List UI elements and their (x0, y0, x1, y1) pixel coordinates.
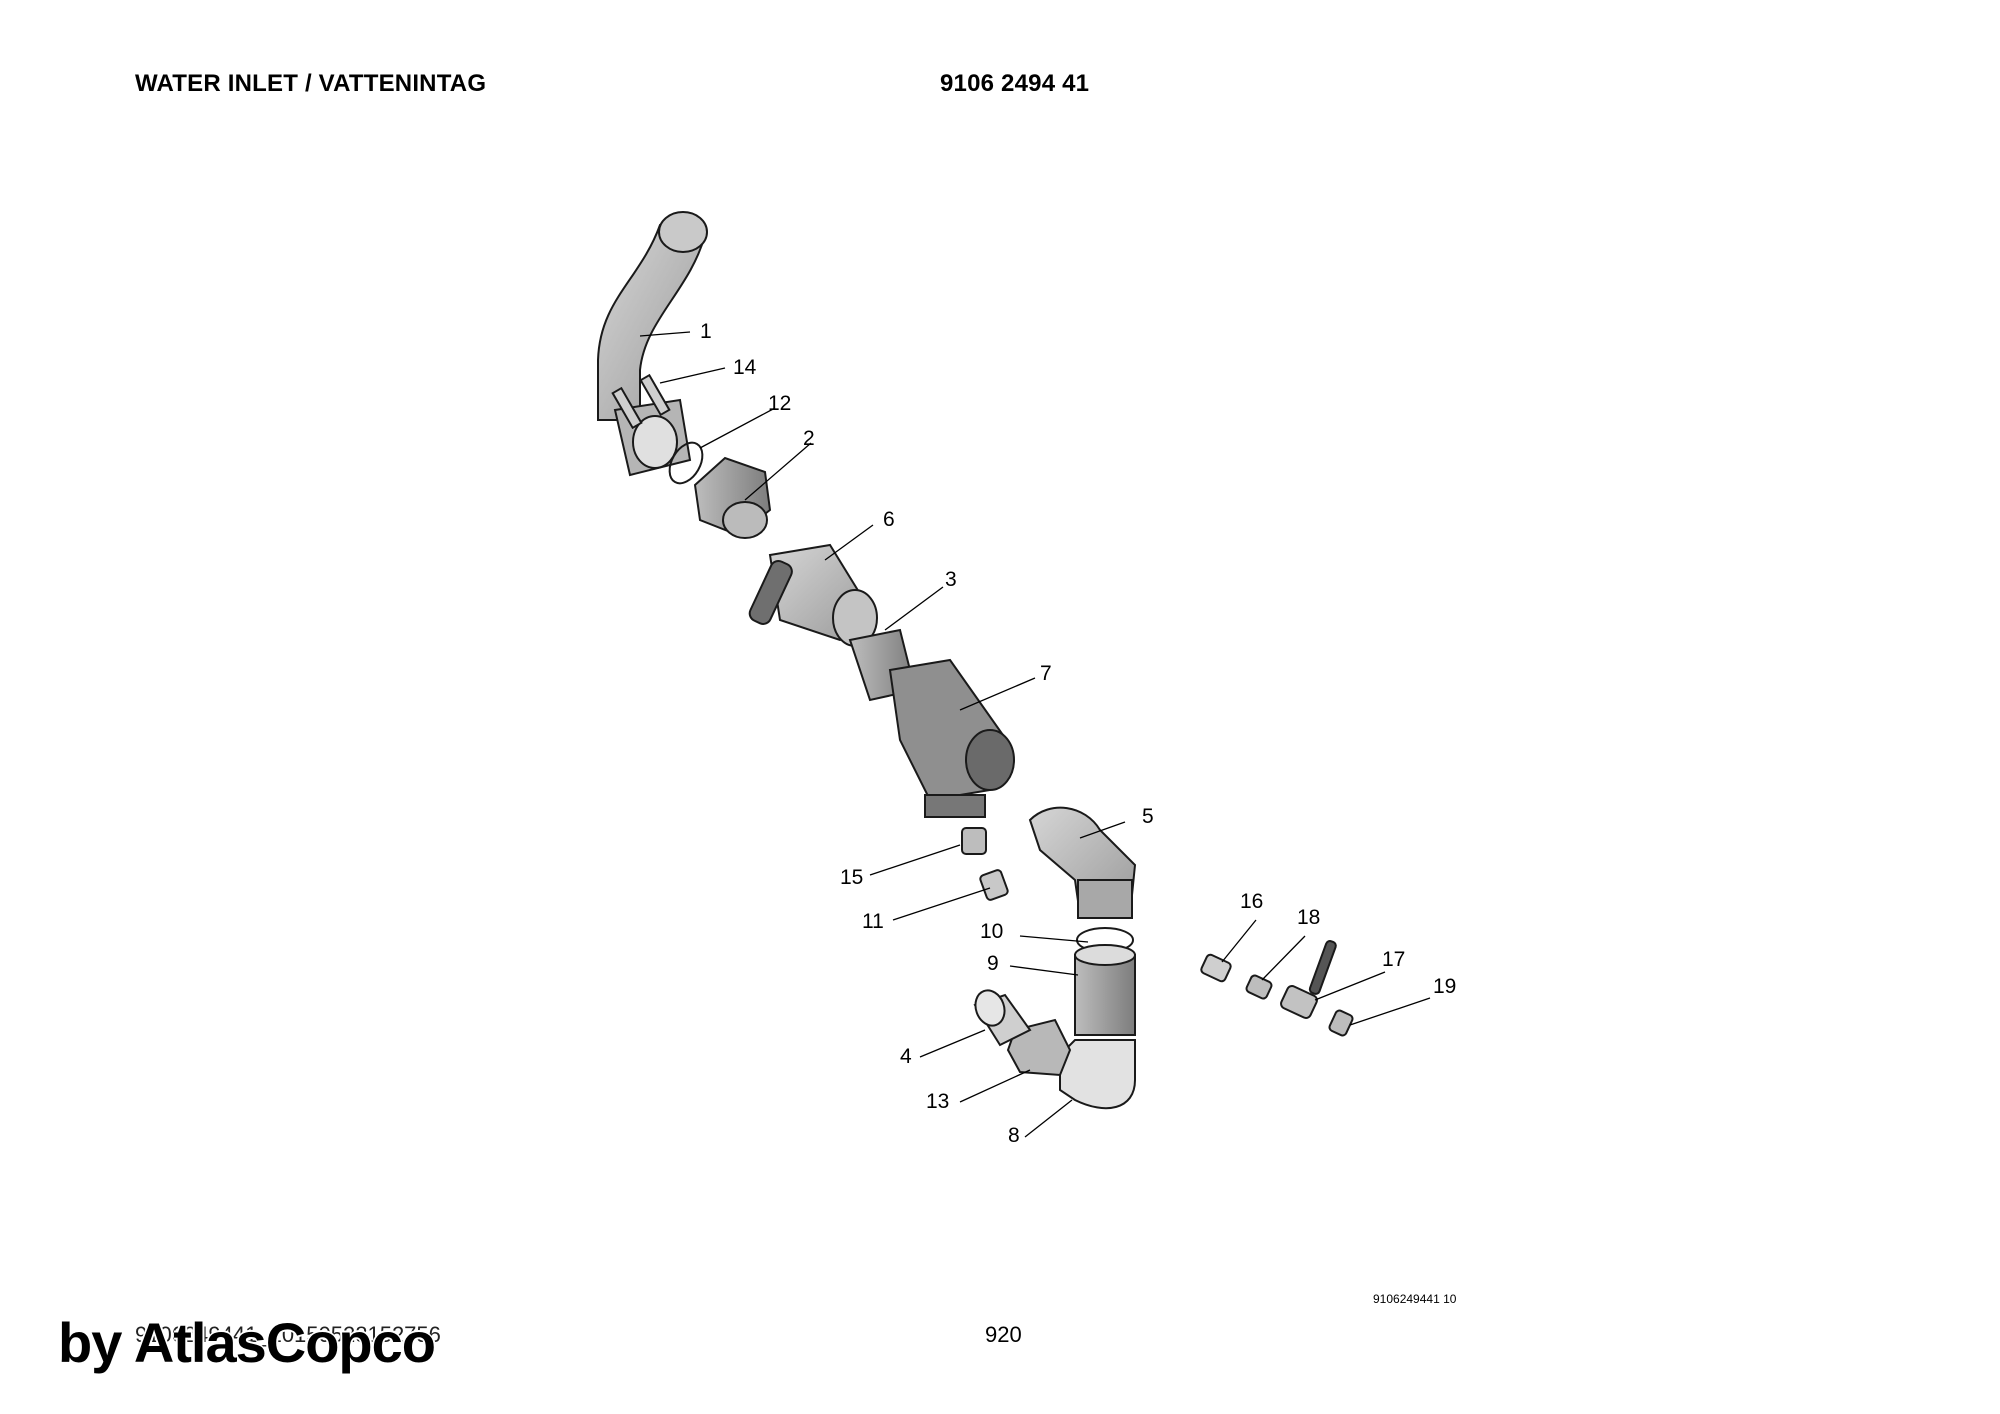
callout-3: 3 (945, 568, 957, 591)
part-9-coupling (1074, 944, 1136, 1036)
callout-14: 14 (733, 356, 757, 379)
callout-4: 4 (900, 1045, 912, 1068)
watermark: by AtlasCopco (58, 1311, 436, 1374)
callout-1: 1 (700, 320, 712, 343)
part-6-ball-valve (748, 543, 878, 647)
part-17-drain-valve (1280, 940, 1337, 1019)
part-7-strainer (888, 658, 1015, 818)
part-number: 9106 2494 41 (940, 70, 1090, 97)
file-id: 9106249441_20150528152756 (135, 1322, 441, 1347)
callout-11: 11 (862, 910, 884, 933)
part-12-o-ring (668, 441, 704, 485)
part-19-fitting (1328, 1009, 1354, 1037)
callout-6: 6 (883, 508, 895, 531)
part-8-elbow (1059, 1039, 1136, 1110)
leader-lines (639, 331, 1431, 1138)
part-4-threaded-adapter (973, 989, 1032, 1047)
callout-9: 9 (987, 952, 999, 975)
callout-labels: 1 14 12 2 6 3 7 5 15 11 10 9 4 13 8 16 1… (700, 320, 1456, 1147)
part-15-plug (961, 827, 987, 855)
callout-2: 2 (803, 427, 815, 450)
drawing-reference: 9106249441 10 (1373, 1292, 1457, 1306)
page-number: 920 (985, 1322, 1022, 1347)
callout-7: 7 (1040, 662, 1052, 685)
callout-15: 15 (840, 866, 863, 889)
callout-10: 10 (980, 920, 1003, 943)
part-18-fitting (1245, 974, 1273, 1000)
part-2-hex-adapter (693, 456, 772, 539)
callout-16: 16 (1240, 890, 1263, 913)
callout-17: 17 (1382, 948, 1405, 971)
callout-12: 12 (768, 392, 791, 415)
part-14-bolts (611, 373, 671, 430)
callout-13: 13 (926, 1090, 949, 1113)
part-16-fitting (1200, 953, 1232, 983)
part-5-elbow-pipe (1028, 806, 1137, 919)
callout-19: 19 (1433, 975, 1456, 998)
part-1-bent-pipe (597, 211, 708, 477)
callout-8: 8 (1008, 1124, 1020, 1147)
part-11-elbow-fitting (979, 869, 1009, 901)
page-title: WATER INLET / VATTENINTAG (135, 70, 487, 97)
callout-5: 5 (1142, 805, 1154, 828)
callout-18: 18 (1297, 906, 1320, 929)
